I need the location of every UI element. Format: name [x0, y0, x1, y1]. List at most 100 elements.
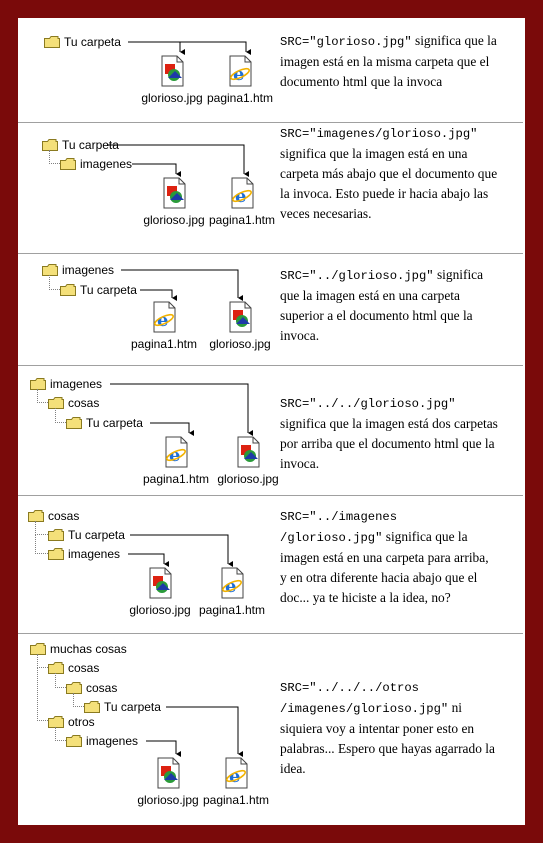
svg-text:e: e: [157, 310, 168, 331]
image-file-icon: [237, 436, 260, 468]
arrow: [128, 41, 251, 55]
tree-line: [35, 521, 48, 535]
folder-icon: [48, 662, 64, 674]
folder-icon: [84, 701, 100, 713]
folder-label: cosas: [48, 509, 80, 523]
description-text: significa que la imagen está en una carp…: [280, 529, 489, 605]
arrow: [140, 289, 177, 301]
tree-line: [55, 673, 66, 688]
folder-icon: [28, 510, 44, 522]
folder-label: imagenes: [80, 157, 133, 171]
description-text: significa que la imagen está en una carp…: [280, 146, 498, 221]
svg-text:e: e: [169, 445, 180, 466]
image-file-icon: [149, 567, 172, 599]
html-file-icon: e: [221, 567, 244, 599]
arrow: [132, 163, 181, 177]
folder-label: Tu carpeta: [68, 528, 125, 542]
folder-node: Tu carpeta: [42, 137, 119, 153]
tree-line: [37, 654, 48, 668]
svg-text:e: e: [233, 64, 244, 85]
file-name: pagina1.htm: [198, 603, 266, 617]
folder-node: cosas: [66, 680, 117, 696]
html-file-icon: e: [165, 436, 188, 468]
src-code: SRC="../imagenes /glorioso.jpg": [280, 510, 398, 545]
description: SRC="imagenes/glorioso.jpg" significa qu…: [280, 123, 498, 224]
frame-right: [525, 0, 543, 843]
src-code: SRC="../glorioso.jpg": [280, 269, 434, 283]
file-pagina1: e pagina1.htm: [196, 567, 268, 617]
file-name: glorioso.jpg: [209, 337, 271, 351]
svg-text:e: e: [235, 186, 246, 207]
folder-label: Tu carpeta: [80, 283, 137, 297]
tree-line: [35, 534, 48, 554]
folder-label: imagenes: [62, 263, 115, 277]
file-pagina1: e pagina1.htm: [128, 301, 200, 351]
folder-label: cosas: [68, 396, 100, 410]
folder-node: Tu carpeta: [60, 282, 137, 298]
folder-icon: [48, 716, 64, 728]
description: SRC="../imagenes /glorioso.jpg" signific…: [280, 506, 498, 608]
folder-label: Tu carpeta: [86, 416, 143, 430]
arrow: [146, 740, 181, 757]
folder-icon: [60, 284, 76, 296]
arrow: [128, 553, 169, 567]
folder-node: cosas: [28, 508, 79, 524]
folder-label: otros: [68, 715, 95, 729]
tree-line: [55, 727, 66, 741]
folder-label: Tu carpeta: [62, 138, 119, 152]
image-file-icon: [229, 301, 252, 333]
file-name: glorioso.jpg: [141, 91, 203, 105]
description: SRC="../../../otros /imagenes/glorioso.j…: [280, 677, 498, 779]
frame-left: [0, 0, 18, 843]
folder-node: muchas cosas: [30, 641, 127, 657]
arrow: [128, 41, 185, 55]
src-code: SRC="../../glorioso.jpg": [280, 397, 456, 411]
svg-text:e: e: [229, 766, 240, 787]
folder-label: Tu carpeta: [64, 35, 121, 49]
file-glorioso: glorioso.jpg: [124, 567, 196, 617]
folder-node: Tu carpeta: [66, 415, 143, 431]
file-name: glorioso.jpg: [129, 603, 191, 617]
html-file-icon: e: [153, 301, 176, 333]
folder-node: cosas: [48, 395, 99, 411]
separator: [18, 633, 523, 635]
file-name: glorioso.jpg: [137, 793, 199, 807]
separator: [18, 495, 523, 497]
description-text: significa que la imagen está en la misma…: [280, 33, 497, 89]
description: SRC="../../glorioso.jpg" significa que l…: [280, 393, 498, 474]
file-pagina1: e pagina1.htm: [204, 55, 276, 105]
separator: [18, 253, 523, 255]
frame-bottom: [0, 825, 543, 843]
arrow: [150, 422, 194, 436]
svg-text:e: e: [225, 576, 236, 597]
folder-node: cosas: [48, 660, 99, 676]
folder-node: imagenes: [42, 262, 114, 278]
folder-icon: [48, 529, 64, 541]
folder-label: imagenes: [86, 734, 139, 748]
folder-icon: [42, 264, 58, 276]
folder-icon: [30, 378, 46, 390]
file-pagina1: e pagina1.htm: [140, 436, 212, 486]
folder-label: Tu carpeta: [104, 700, 161, 714]
description: SRC="../glorioso.jpg" significa que la i…: [280, 265, 498, 346]
src-code: SRC="imagenes/glorioso.jpg": [280, 127, 478, 141]
folder-node: imagenes: [48, 546, 120, 562]
folder-icon: [66, 735, 82, 747]
html-file-icon: e: [225, 757, 248, 789]
tree-line: [49, 275, 60, 290]
image-file-icon: [163, 177, 186, 209]
file-name: pagina1.htm: [202, 793, 270, 807]
file-glorioso: glorioso.jpg: [138, 177, 210, 227]
file-name: pagina1.htm: [142, 472, 210, 486]
arrow: [130, 534, 233, 567]
folder-label: muchas cosas: [50, 642, 127, 656]
separator: [18, 365, 523, 367]
file-glorioso: glorioso.jpg: [212, 436, 284, 486]
folder-node: Tu carpeta: [84, 699, 161, 715]
description-text: significa que la imagen está dos carpeta…: [280, 416, 498, 471]
folder-node: Tu carpeta: [48, 527, 125, 543]
folder-icon: [30, 643, 46, 655]
file-glorioso: glorioso.jpg: [204, 301, 276, 351]
folder-icon: [66, 417, 82, 429]
